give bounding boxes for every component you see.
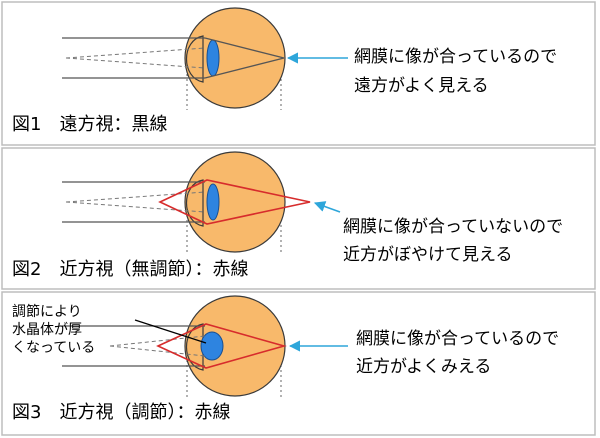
eyeball bbox=[184, 7, 286, 109]
red-ray-path bbox=[158, 179, 311, 225]
panel-3-frame bbox=[1, 291, 596, 436]
pointer-arrow bbox=[313, 201, 341, 213]
lens-thin bbox=[206, 183, 220, 221]
panel-3-note-line-2: 近方がよくみえる bbox=[356, 357, 491, 377]
panel-3-caption: 図3 近方視（調節）：赤線 bbox=[12, 402, 230, 423]
cornea bbox=[185, 35, 204, 83]
ray-dash-bottom bbox=[109, 345, 206, 357]
lens-thick bbox=[200, 331, 224, 361]
panel-1-caption: 図1 遠方視：黒線 bbox=[12, 114, 167, 135]
panel-1-note-line-2: 遠方がよく見える bbox=[354, 76, 489, 96]
panel-1-frame bbox=[1, 1, 596, 146]
ray-dash-top bbox=[65, 47, 206, 59]
cornea bbox=[185, 179, 204, 227]
panel-1-note-line-1: 網膜に像が合っているので bbox=[354, 47, 557, 67]
ray-dash-bottom bbox=[65, 57, 206, 69]
panel-1: 網膜に像が合っているので 遠方がよく見える 図1 遠方視：黒線 bbox=[1, 1, 596, 146]
annotation-pointer bbox=[134, 319, 207, 344]
panel-2-note-line-1: 網膜に像が合っていないので bbox=[343, 217, 563, 237]
annotation-line-1: 調節により bbox=[12, 303, 82, 320]
ray-converge-bottom bbox=[204, 57, 285, 79]
panel-2-frame bbox=[1, 147, 596, 290]
panel-3-note-line-1: 網膜に像が合っているので bbox=[356, 329, 559, 349]
red-ray-path bbox=[156, 323, 287, 369]
ray-dash-bottom bbox=[65, 201, 206, 213]
cornea bbox=[185, 323, 204, 371]
panel-2: 網膜に像が合っていないので 近方がぼやけて見える 図2 近方視（無調節）：赤線 bbox=[1, 147, 596, 290]
annotation-line-2: 水晶体が厚 bbox=[12, 322, 82, 338]
eyeball bbox=[184, 151, 286, 253]
panel-2-caption: 図2 近方視（無調節）：赤線 bbox=[12, 259, 248, 280]
ray-converge-top bbox=[204, 37, 285, 59]
ray-dash-top bbox=[65, 191, 206, 203]
annotation-line-3: くなっている bbox=[12, 340, 95, 356]
panel-2-note-line-2: 近方がぼやけて見える bbox=[343, 245, 513, 265]
panel-3: 調節により 水晶体が厚 くなっている 網膜に像が合っているので 近方がよくみえる… bbox=[1, 291, 596, 436]
lens-thin bbox=[206, 39, 220, 77]
